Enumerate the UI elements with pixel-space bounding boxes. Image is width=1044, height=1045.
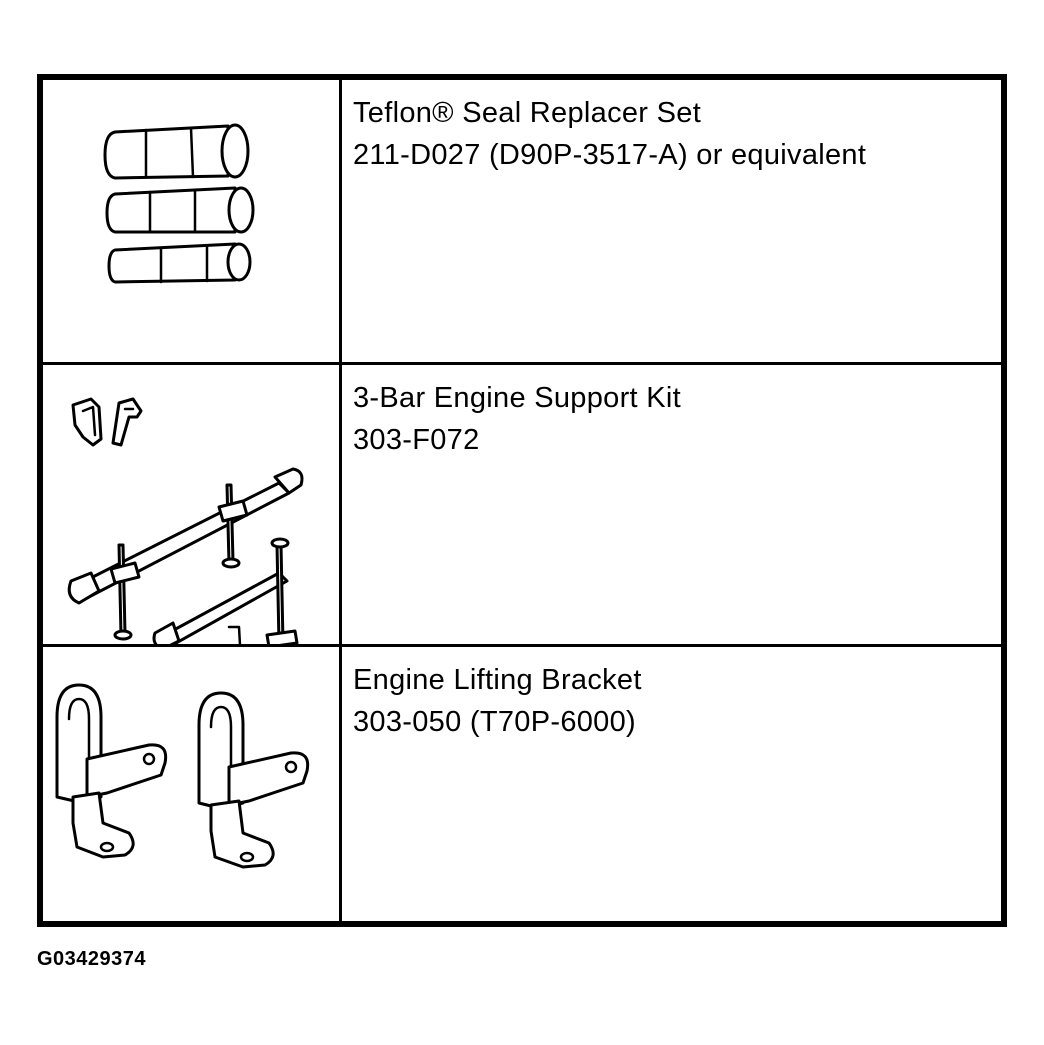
tool-row: Teflon® Seal Replacer Set 211-D027 (D90P…	[43, 80, 1001, 362]
figure-id: G03429374	[37, 948, 147, 970]
tool-illustration-cell	[43, 365, 342, 647]
tool-illustration-cell	[43, 647, 342, 924]
tool-name: Engine Lifting Bracket	[353, 664, 642, 696]
tool-row: Engine Lifting Bracket 303-050 (T70P-600…	[43, 644, 1001, 924]
tool-description: Engine Lifting Bracket 303-050 (T70P-600…	[353, 659, 993, 743]
tool-name: Teflon® Seal Replacer Set	[353, 97, 702, 129]
tool-illustration-cell	[43, 80, 342, 362]
lifting-bracket-icon	[55, 683, 310, 869]
tool-description: 3-Bar Engine Support Kit 303-F072	[353, 377, 993, 461]
special-tools-table: Teflon® Seal Replacer Set 211-D027 (D90P…	[37, 74, 1007, 927]
tool-number: 303-050 (T70P-6000)	[353, 706, 636, 738]
tool-name: 3-Bar Engine Support Kit	[353, 382, 681, 414]
engine-support-kit-icon	[67, 397, 304, 647]
seal-replacer-set-icon	[103, 123, 255, 284]
tool-number: 303-F072	[353, 424, 480, 456]
tool-description: Teflon® Seal Replacer Set 211-D027 (D90P…	[353, 92, 993, 176]
tool-number: 211-D027 (D90P-3517-A) or equivalent	[353, 139, 867, 171]
tool-row: 3-Bar Engine Support Kit 303-F072	[43, 362, 1001, 647]
